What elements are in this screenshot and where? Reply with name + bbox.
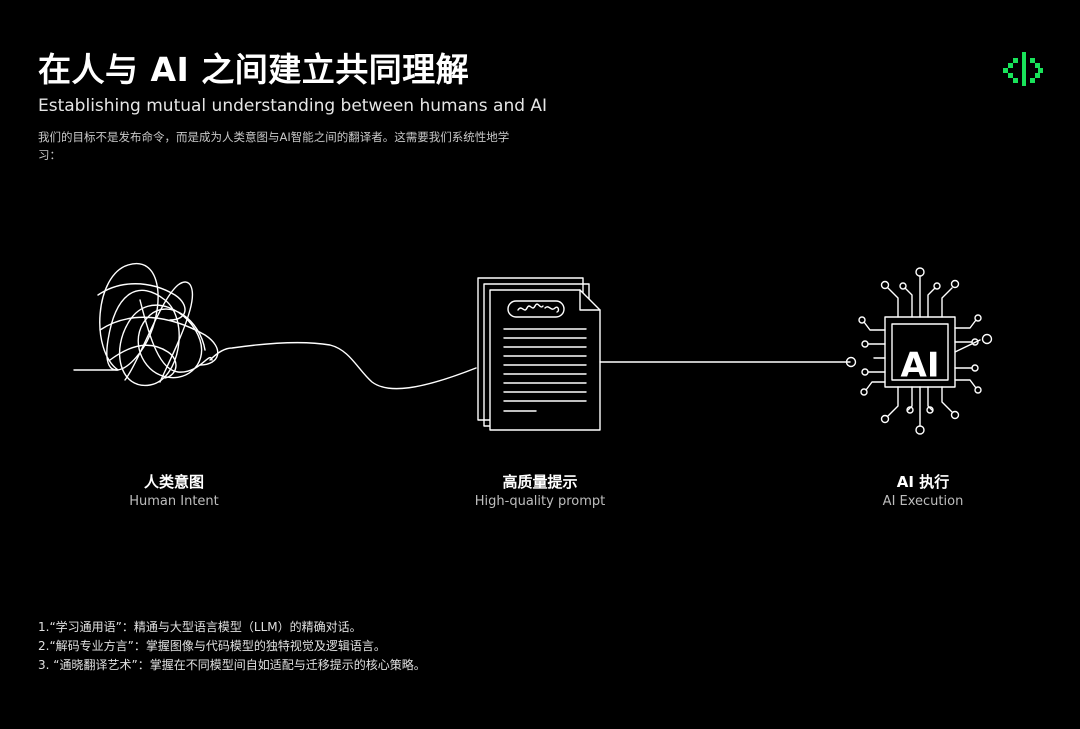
chip-label: AI [901,346,940,386]
stage-prompt: 高质量提示 High-quality prompt [430,472,650,512]
note-item: 1.“学习通用语”：精通与大型语言模型（LLM）的精确对话。 [38,620,362,634]
workflow-diagram: AI [0,240,1080,454]
scribble-icon [73,262,477,390]
intro-text: 我们的目标不是发布命令，而是成为人类意图与AI智能之间的翻译者。这需要我们系统性… [38,130,510,162]
stage-prompt-en: High-quality prompt [474,494,606,509]
bracket-arrows-logo-icon [1003,52,1043,90]
stage-ai-execution-cn: AI 执行 [896,473,950,491]
ai-chip-icon [845,267,993,435]
document-icon [477,277,601,431]
note-item: 2.“解码专业方言”：掌握图像与代码模型的独特视觉及逻辑语言。 [38,639,386,653]
note-item: 3. “通晓翻译艺术”：掌握在不同模型间自如适配与迁移提示的核心策略。 [38,658,426,672]
stage-ai-execution: AI 执行 AI Execution [813,472,1033,512]
stage-human-intent-en: Human Intent [129,494,219,509]
stage-human-intent: 人类意图 Human Intent [64,472,284,512]
page-title: 在人与 AI 之间建立共同理解 [38,50,470,89]
page-subtitle: Establishing mutual understanding betwee… [38,96,548,116]
notes-list: 1.“学习通用语”：精通与大型语言模型（LLM）的精确对话。 2.“解码专业方言… [38,618,426,675]
stage-human-intent-cn: 人类意图 [143,473,204,491]
stage-ai-execution-en: AI Execution [882,494,964,509]
stage-prompt-cn: 高质量提示 [502,473,578,491]
